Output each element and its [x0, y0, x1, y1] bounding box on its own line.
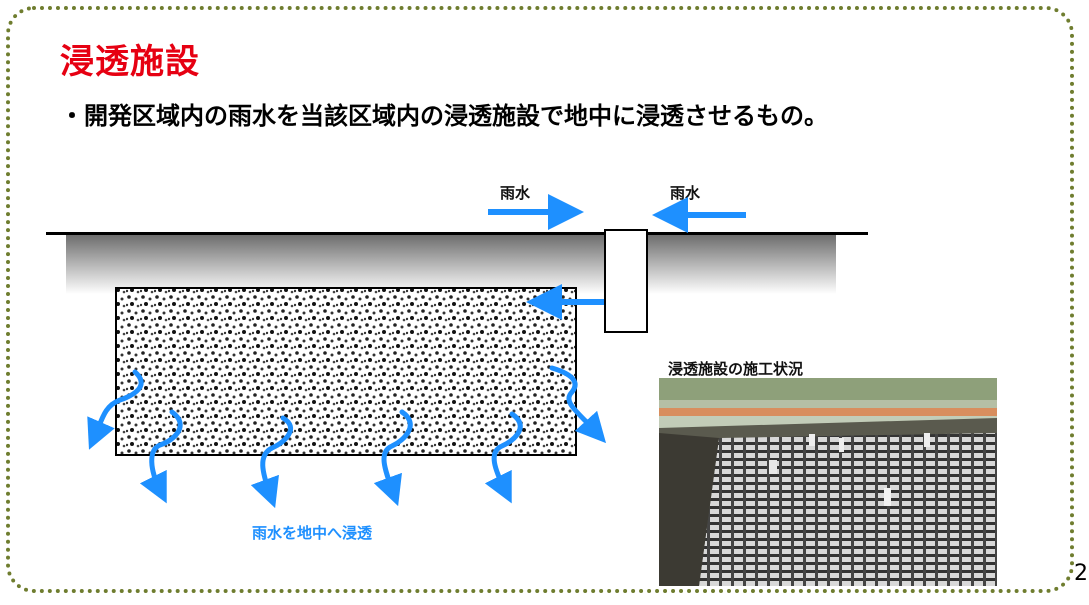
slide-bullet-text: ・開発区域内の雨水を当該区域内の浸透施設で地中に浸透させるもの。 — [60, 102, 828, 130]
ground-surface-line — [46, 232, 868, 235]
slide-frame — [6, 6, 1074, 593]
infiltration-arrow-4 — [373, 409, 413, 507]
infiltration-arrow-1 — [87, 369, 144, 450]
slide-title: 浸透施設 — [60, 42, 200, 82]
ground-shading — [66, 234, 836, 294]
construction-photo — [659, 378, 997, 586]
infiltration-arrows — [87, 365, 607, 509]
page-number: 2 — [1074, 561, 1088, 586]
rain-label-left: 雨水 — [500, 184, 531, 202]
infiltration-tank — [115, 287, 577, 456]
infiltration-arrow-5 — [484, 411, 523, 504]
photo-caption: 浸透施設の施工状況 — [668, 360, 804, 378]
infiltration-label: 雨水を地中へ浸透 — [252, 524, 373, 542]
inlet-box — [604, 229, 648, 333]
infiltration-arrow-6 — [549, 365, 607, 444]
infiltration-arrow-2 — [139, 409, 183, 504]
infiltration-arrow-3 — [250, 415, 293, 509]
